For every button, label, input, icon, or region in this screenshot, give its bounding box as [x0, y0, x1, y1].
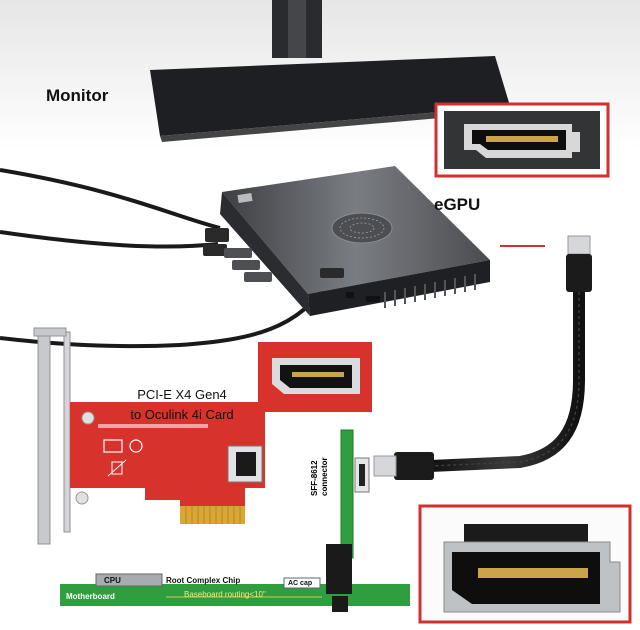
- fc-mark-icon: [103, 439, 123, 453]
- port-plugs: [203, 228, 344, 282]
- ac-cap-label: AC cap: [288, 580, 313, 587]
- fan-grille-icon: [331, 212, 393, 244]
- ce-mark-icon: [129, 439, 143, 453]
- cpu-label: CPU: [104, 576, 121, 585]
- monitor-label: Monitor: [46, 86, 109, 105]
- card-title-line1: PCI-E X4 Gen4: [137, 387, 227, 402]
- egpu-label: eGPU: [434, 195, 481, 214]
- usb-c-cable-1: [0, 168, 221, 230]
- gold-fingers: [180, 506, 245, 524]
- egpu-port-callout: [434, 102, 610, 178]
- usb-c-cable-2: [0, 230, 219, 249]
- connector-label-line2: connector: [320, 457, 329, 496]
- pcie-card: [33, 327, 265, 545]
- power-cable: [0, 276, 332, 349]
- silkscreen-text: [98, 424, 208, 428]
- baseboard-routing-label: Baseboard routing<10": [184, 590, 266, 599]
- cable-connector-callout: [418, 504, 632, 624]
- connector-label-line1: SFF-8612: [310, 460, 319, 496]
- card-port-callout: [258, 342, 372, 412]
- brand-logo: [237, 192, 253, 204]
- root-complex-label: Root Complex Chip: [166, 576, 241, 585]
- motherboard-label: Motherboard: [66, 592, 115, 601]
- monitor-stand: [150, 0, 510, 142]
- motherboard-strip: [60, 544, 410, 612]
- egpu-device: [203, 166, 490, 316]
- vent-slots: [384, 274, 476, 308]
- recycle-bin-icon: [107, 459, 127, 477]
- card-title-line2: to Oculink 4i Card: [130, 407, 234, 422]
- riser-board: [340, 429, 370, 559]
- oculink-cable: [373, 235, 592, 480]
